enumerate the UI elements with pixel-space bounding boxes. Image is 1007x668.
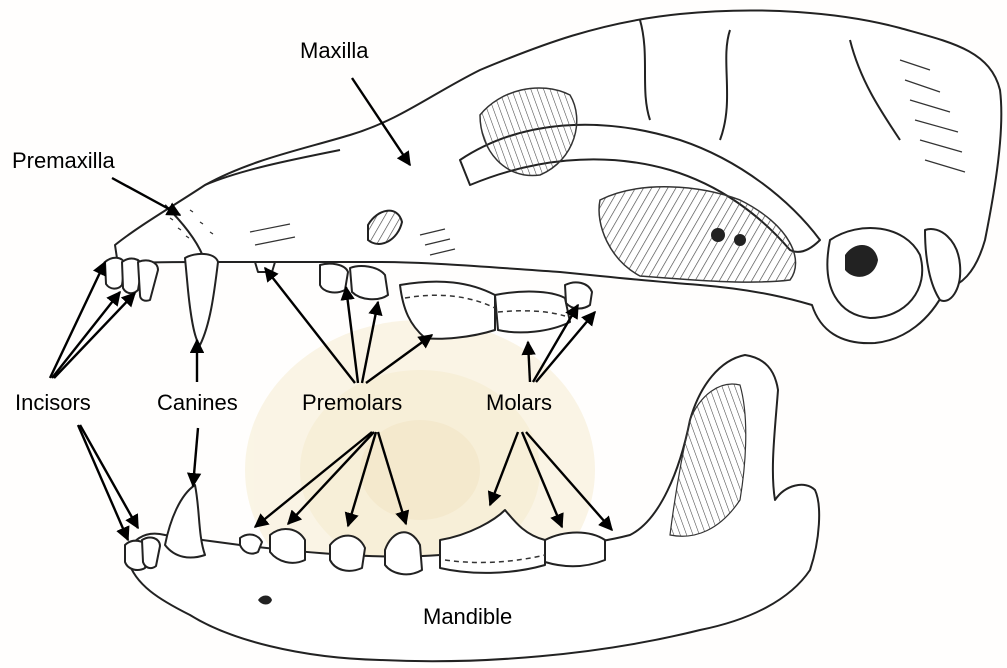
lower-premolar-1 <box>240 535 262 554</box>
label-mandible: Mandible <box>423 606 512 628</box>
lower-premolar-2 <box>270 529 305 563</box>
upper-premolar-2 <box>320 264 348 293</box>
label-molars: Molars <box>486 392 552 414</box>
lower-incisor-2 <box>142 538 160 569</box>
lower-molar-2 <box>545 533 605 567</box>
foramen-1 <box>711 228 725 242</box>
foramen-2 <box>734 234 746 246</box>
lower-premolar-4 <box>385 532 422 574</box>
lower-canine <box>165 485 205 558</box>
label-incisors: Incisors <box>15 392 91 414</box>
lower-premolar-3 <box>330 536 365 571</box>
upper-molar-1 <box>495 292 570 333</box>
premaxilla-arrow <box>112 178 180 215</box>
incisor-arrow-4 <box>78 425 128 540</box>
incisor-arrow-5 <box>80 425 138 528</box>
upper-premolar-3 <box>350 266 388 299</box>
label-premaxilla: Premaxilla <box>12 150 115 172</box>
label-premolars: Premolars <box>302 392 402 414</box>
label-canines: Canines <box>157 392 238 414</box>
upper-incisor-3 <box>138 260 158 300</box>
incisor-arrow-2 <box>52 292 120 378</box>
tympanic-bulla <box>827 228 922 318</box>
upper-canine <box>185 254 218 345</box>
cranium <box>115 10 1001 343</box>
upper-premolar-1 <box>255 262 275 272</box>
incisor-arrow-3 <box>54 293 135 378</box>
label-maxilla: Maxilla <box>300 40 368 62</box>
upper-molar-2 <box>565 282 592 308</box>
canine-arrow-lower <box>193 428 198 486</box>
